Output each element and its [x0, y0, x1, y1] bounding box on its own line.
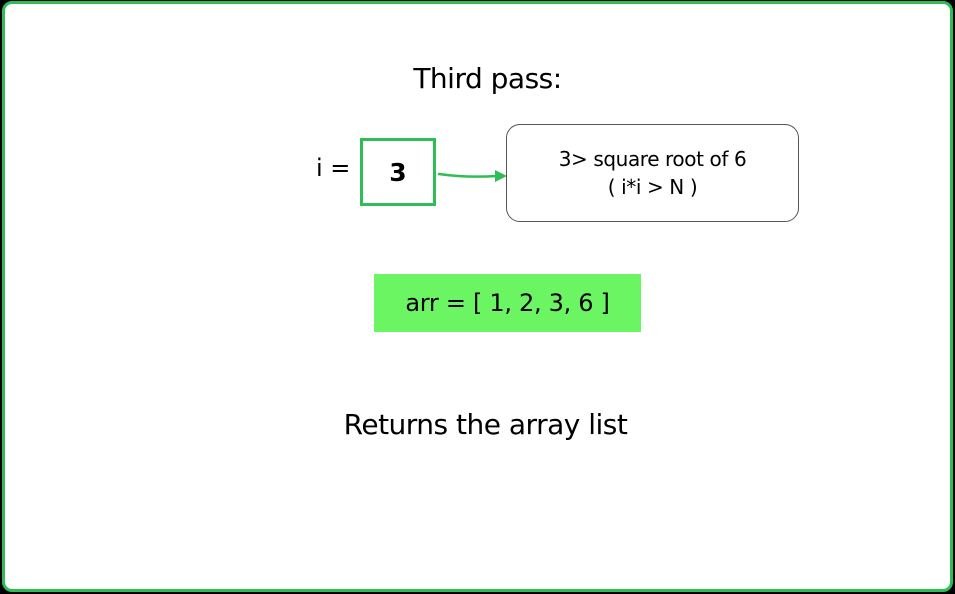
- i-value-box: 3: [360, 138, 436, 206]
- pass-title: Third pass:: [413, 62, 562, 95]
- arrow-icon: [437, 170, 507, 182]
- array-box: arr = [ 1, 2, 3, 6 ]: [374, 274, 641, 332]
- condition-line-1: 3> square root of 6: [558, 147, 747, 171]
- array-text: arr = [ 1, 2, 3, 6 ]: [405, 289, 610, 317]
- i-label: i =: [316, 154, 351, 182]
- condition-box: 3> square root of 6 ( i*i > N ): [506, 124, 799, 222]
- result-text: Returns the array list: [343, 408, 628, 441]
- i-value: 3: [389, 157, 407, 187]
- condition-line-2: ( i*i > N ): [607, 175, 698, 199]
